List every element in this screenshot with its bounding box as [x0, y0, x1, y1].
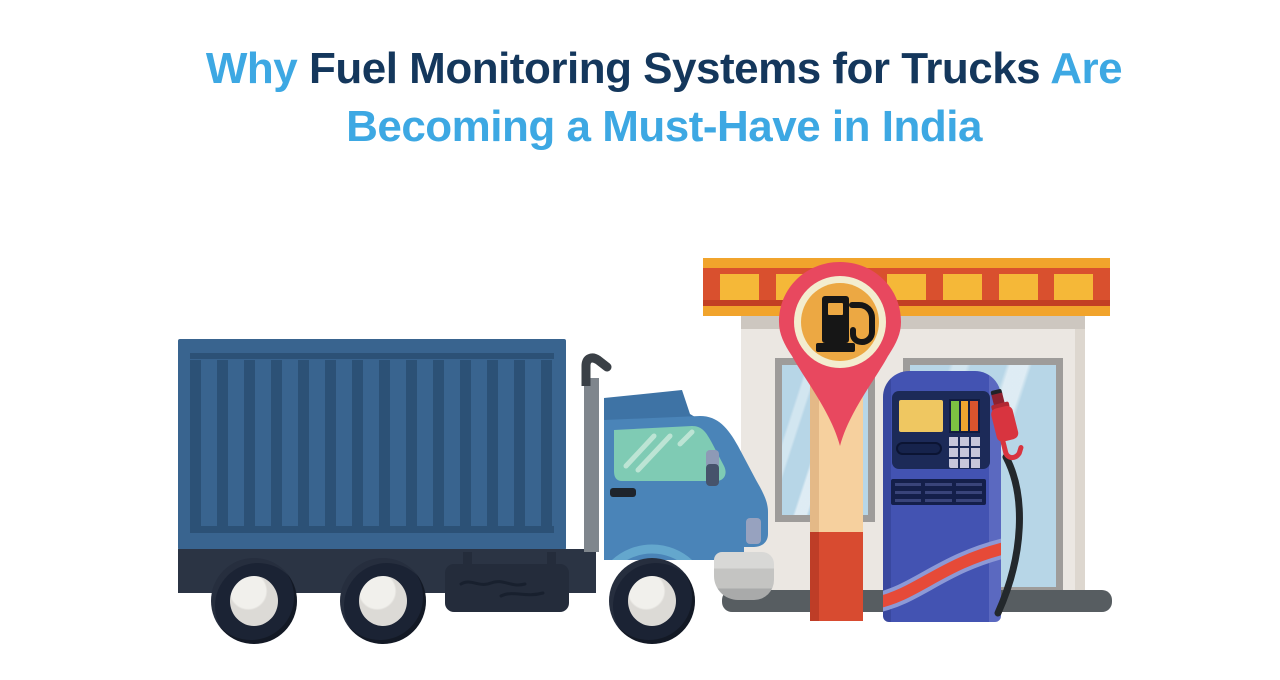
cab-wind-deflector	[604, 390, 695, 422]
front-bumper	[714, 552, 774, 600]
title-line-1: Why Fuel Monitoring Systems for Trucks A…	[24, 40, 1280, 98]
fuel-dispenser	[883, 371, 1001, 622]
wheel-hub	[359, 576, 407, 626]
front-panel-light	[746, 518, 761, 544]
pump-keypad	[949, 436, 982, 468]
indicator-bar-green	[951, 401, 959, 431]
pump-wave-stripe	[883, 538, 1001, 612]
title-part-accent-2: Are	[1040, 44, 1123, 93]
station-canopy	[703, 258, 1110, 316]
pump-indicator-bars	[949, 399, 980, 433]
rear-wheel-1	[211, 558, 297, 644]
canopy-panel	[719, 274, 759, 300]
tank-texture	[459, 580, 545, 598]
page-title: Why Fuel Monitoring Systems for Trucks A…	[24, 40, 1280, 156]
fuel-hose	[994, 453, 1023, 617]
wheel-hub	[230, 576, 278, 626]
truck-cab	[604, 390, 768, 560]
fuel-nozzle-icon	[990, 389, 1024, 617]
canopy-panel	[942, 274, 982, 300]
pump-display-panel	[892, 391, 990, 469]
container-ribs	[190, 360, 554, 526]
indicator-bar-red	[970, 401, 979, 431]
canopy-panel	[1054, 274, 1094, 300]
window-reflections	[623, 429, 695, 473]
title-part-dark: Fuel Monitoring Systems for Trucks	[297, 44, 1041, 93]
fuel-location-pin-icon	[779, 262, 901, 446]
title-line-2: Becoming a Must-Have in India	[24, 98, 1280, 156]
indicator-bar-amber	[960, 401, 969, 431]
pump-vent-grille	[891, 479, 986, 505]
pump-screen	[899, 400, 943, 432]
front-wheel	[609, 558, 695, 644]
vent-column	[955, 482, 982, 502]
side-mirror-lower	[706, 464, 719, 486]
wheel-hub	[628, 576, 676, 626]
fuel-pump-glyph-icon	[816, 296, 875, 352]
canopy-panel	[998, 274, 1038, 300]
rear-wheel-2	[340, 558, 426, 644]
title-part-accent-1: Why	[205, 44, 298, 93]
wheel-arch-accent	[612, 544, 692, 560]
vent-column	[895, 482, 922, 502]
exhaust-pipe-top	[581, 353, 612, 386]
vent-column	[925, 482, 952, 502]
building-edge-shading	[1075, 329, 1085, 612]
side-mirror	[706, 450, 719, 468]
pump-receipt-slot	[896, 442, 942, 455]
title-line-2-text: Becoming a Must-Have in India	[346, 102, 982, 151]
sign-pillar-base	[810, 532, 863, 621]
container-bottom-rail	[190, 526, 554, 533]
exhaust-pipe	[584, 378, 599, 552]
canopy-red-band	[703, 268, 1110, 306]
tank-hanger	[547, 552, 556, 568]
tank-hanger	[463, 552, 472, 568]
container-top-rail	[190, 353, 554, 359]
door-handle	[610, 488, 636, 497]
truck-fuel-tank	[445, 564, 569, 612]
